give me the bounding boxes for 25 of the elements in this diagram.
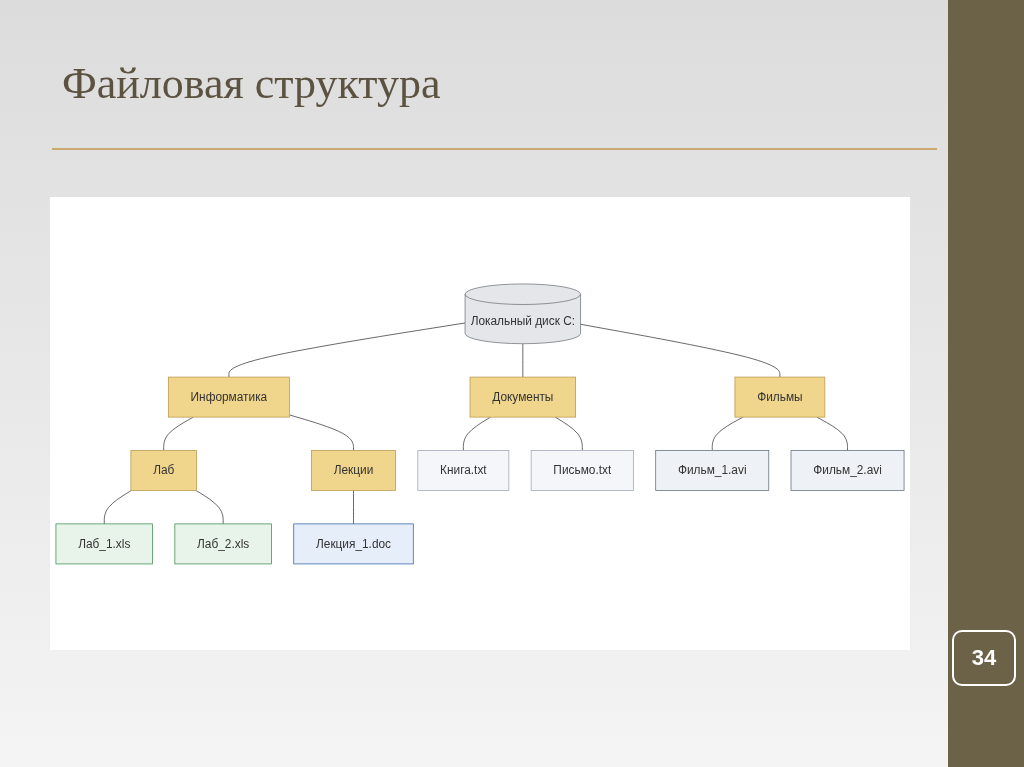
connector [816, 416, 848, 451]
node-box: Документы [469, 376, 576, 418]
connector [228, 322, 466, 377]
slide-title: Файловая структура [62, 58, 441, 109]
connector [353, 489, 354, 524]
connector [163, 416, 194, 451]
node-box: Лаб_2.xls [174, 523, 272, 564]
connector [711, 416, 744, 451]
connector [103, 489, 132, 524]
node-box: Лаб_1.xls [55, 523, 153, 564]
connector [554, 416, 583, 451]
node-box: Лаб [130, 449, 197, 491]
connector [580, 323, 781, 377]
connector [195, 489, 224, 524]
node-box: Лекции [311, 449, 396, 491]
node-box: Письмо.txt [530, 449, 634, 491]
connector [463, 416, 491, 451]
slide-number: 34 [952, 630, 1016, 686]
node-box: Фильм_1.avi [655, 449, 770, 491]
connector [289, 414, 354, 451]
node-box: Фильм_2.avi [790, 449, 905, 491]
node-box: Фильмы [734, 376, 826, 418]
node-box: Книга.txt [417, 449, 510, 491]
node-box: Информатика [167, 376, 290, 418]
node-box: Лекция_1.doc [293, 523, 414, 564]
